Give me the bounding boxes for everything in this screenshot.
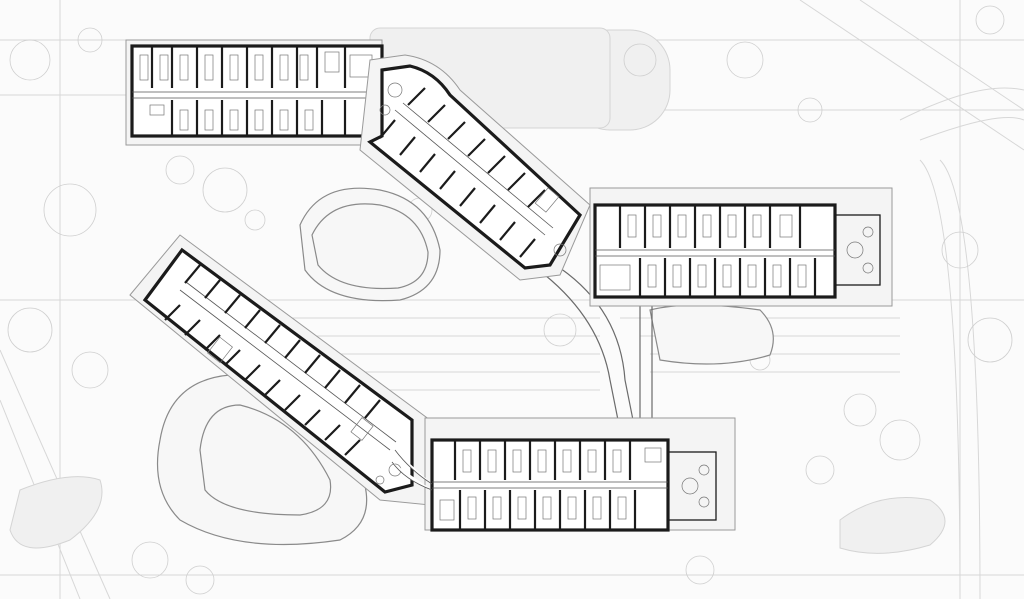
southwest-courtyard-lawn [199,404,332,516]
east-oval-courtyard [649,304,774,365]
connecting-walkway [544,267,653,456]
east-wing [589,187,893,307]
south-wing [424,417,736,532]
south-wing-lounge [667,451,717,521]
diagonal-wing-upper [359,54,591,281]
central-courtyard-lawn [311,203,429,290]
site-vegetation [7,5,1013,595]
north-wing-room-partitions [150,46,347,136]
south-wing-outline [430,438,670,532]
southwest-south-link [391,449,433,491]
southwest-wing [129,234,431,506]
site-planter-west [9,476,103,549]
north-wing-outline [130,44,384,138]
north-wing [125,39,384,146]
diagonal-wing-outline [367,64,583,270]
southwest-wing-outline [142,247,414,494]
site-planter-east [839,497,946,554]
